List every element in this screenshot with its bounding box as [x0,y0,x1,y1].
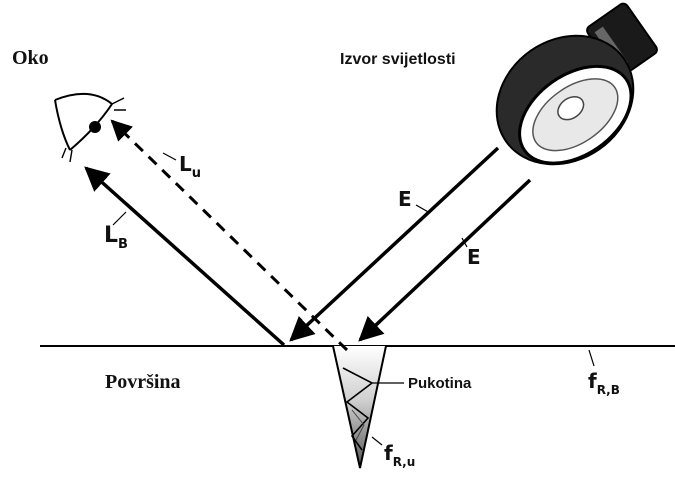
eye [54,93,126,163]
incident-ray-2 [358,178,532,342]
reflected-crack-label: Lu [179,152,201,181]
crack [332,345,387,469]
light-source-label: Izvor svijetlosti [340,51,456,68]
leader-fru [371,436,383,446]
reflected-surface-label: LB [104,223,128,252]
leader-frb [588,349,595,367]
crack-label: Pukotina [408,375,472,392]
light-source-lamp [495,2,658,166]
reflected-ray-crack [110,119,349,352]
leader-e2 [461,237,468,248]
crack-brdf-label: fR,u [384,441,415,469]
reflected-ray-surface [84,166,286,347]
incident-label-1: E [398,187,412,211]
surface-label: Površina [105,371,181,393]
incident-ray-1 [289,146,500,342]
incident-label-2: E [467,245,481,269]
surface-brdf-label: fR,B [588,369,620,397]
leader-e1 [415,204,431,214]
leader-lu [162,152,177,161]
eye-label: Oko [12,47,49,69]
leader-lb [112,211,127,226]
